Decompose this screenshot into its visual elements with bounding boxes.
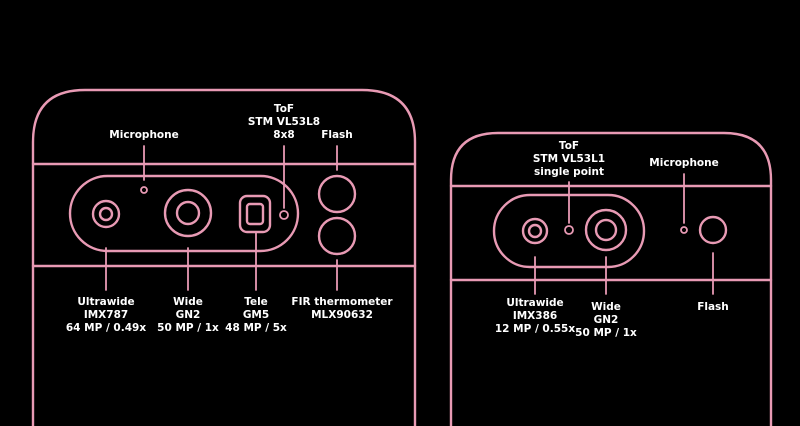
left-ultrawide-label-line-3: 64 MP / 0.49x: [66, 322, 146, 334]
left-wide-label-line-2: GN2: [176, 309, 201, 321]
left-wide-lens-icon: [163, 188, 213, 238]
right-phone-body-outline: [449, 131, 773, 426]
left-ultrawide-label-line-2: IMX787: [84, 309, 128, 321]
left-tele-label-line-1: Tele: [244, 296, 268, 308]
right-tof-label-line-1: ToF: [559, 140, 579, 152]
left-fir-thermometer-icon: [317, 216, 357, 256]
left-ultrawide-label-line-1: Ultrawide: [77, 296, 134, 308]
right-microphone-label: Microphone: [649, 157, 718, 169]
left-fir-label-line-2: MLX90632: [311, 309, 373, 321]
right-tof-sensor-icon: [564, 225, 574, 235]
right-ultrawide-lens-icon: [521, 217, 549, 245]
left-tof-label-line-1: ToF: [274, 103, 294, 115]
left-lens-module: [68, 174, 300, 253]
right-wide-label-line-1: Wide: [591, 301, 621, 313]
left-tof-sensor-icon: [279, 210, 289, 220]
right-tof-label-line-2: STM VL53L1: [533, 153, 605, 165]
right-wide-label-line-2: GN2: [594, 314, 619, 326]
left-wide-label-line-1: Wide: [173, 296, 203, 308]
left-tele-label-line-2: GM5: [243, 309, 269, 321]
left-phone: Microphone ToF STM VL53L8 8x8 Flash Ultr…: [31, 88, 417, 426]
right-phone: ToF STM VL53L1 single point Microphone U…: [449, 131, 773, 426]
left-phone-body-outline: [31, 88, 417, 426]
right-tof-label-line-3: single point: [534, 166, 604, 178]
left-leader-lines: [105, 145, 338, 291]
left-tof-label-line-3: 8x8: [273, 129, 294, 141]
right-ultrawide-label-line-1: Ultrawide: [506, 297, 563, 309]
right-flash-icon: [698, 215, 728, 245]
right-ultrawide-label-line-3: 12 MP / 0.55x: [495, 323, 575, 335]
left-tele-lens-icon: [238, 194, 272, 234]
left-flash-label: Flash: [321, 129, 353, 141]
right-leader-lines: [534, 173, 714, 295]
left-tele-label-line-3: 48 MP / 5x: [225, 322, 287, 334]
right-microphone-icon: [680, 226, 688, 234]
right-ultrawide-label-line-2: IMX386: [513, 310, 557, 322]
left-microphone-label: Microphone: [109, 129, 178, 141]
left-ultrawide-lens-icon: [91, 199, 121, 229]
left-fir-label-line-1: FIR thermometer: [291, 296, 393, 308]
left-wide-label-line-3: 50 MP / 1x: [157, 322, 219, 334]
right-wide-lens-icon: [584, 208, 628, 252]
right-wide-label-line-3: 50 MP / 1x: [575, 327, 637, 339]
left-tof-label-line-2: STM VL53L8: [248, 116, 320, 128]
right-flash-label: Flash: [697, 301, 729, 313]
left-flash-icon: [317, 174, 357, 214]
left-microphone-icon: [140, 186, 148, 194]
